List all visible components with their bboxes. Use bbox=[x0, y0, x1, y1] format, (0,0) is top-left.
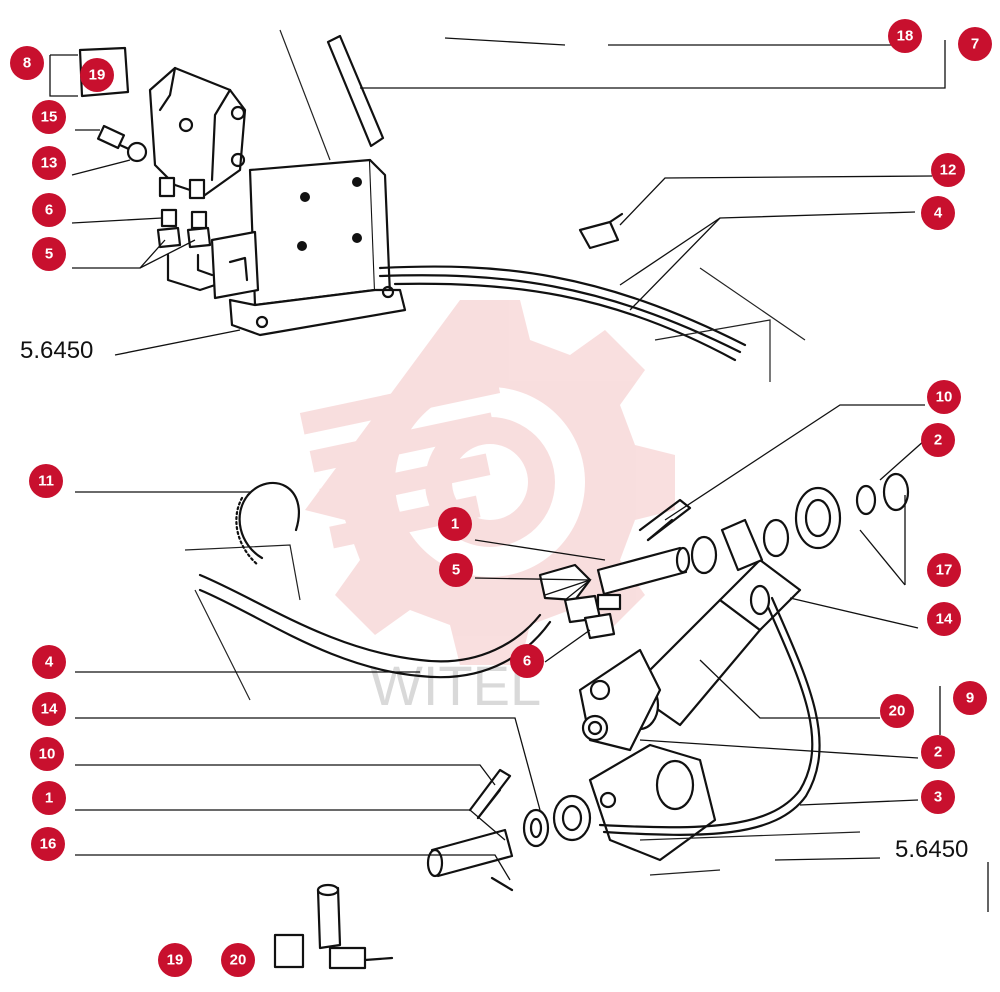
svg-text:4: 4 bbox=[45, 654, 54, 671]
svg-text:5: 5 bbox=[452, 562, 460, 579]
callout-7: 7 bbox=[958, 27, 992, 61]
svg-text:1: 1 bbox=[45, 790, 53, 807]
svg-text:11: 11 bbox=[38, 473, 54, 490]
svg-text:14: 14 bbox=[41, 701, 58, 718]
callout-1-lower: 1 bbox=[32, 781, 66, 815]
svg-text:1: 1 bbox=[451, 516, 459, 533]
ground-cable bbox=[598, 584, 821, 836]
watermark-logo bbox=[299, 300, 675, 665]
callout-2-top: 2 bbox=[921, 423, 955, 457]
callout-4-top: 4 bbox=[921, 196, 955, 230]
svg-text:12: 12 bbox=[940, 162, 957, 179]
clip-10-lower bbox=[468, 768, 512, 820]
callout-20-bottom: 20 bbox=[221, 943, 255, 977]
svg-text:5: 5 bbox=[45, 246, 53, 263]
fittings-lower bbox=[538, 563, 622, 640]
callout-14-left: 14 bbox=[32, 692, 66, 726]
inset-parts bbox=[273, 883, 394, 970]
split-pin-16 bbox=[490, 876, 514, 892]
vertical-rod bbox=[279, 29, 385, 161]
callout-12: 12 bbox=[931, 153, 965, 187]
clip-10-upper bbox=[638, 498, 692, 542]
pin-1-lower bbox=[426, 828, 514, 878]
callout-2-lower: 2 bbox=[921, 735, 955, 769]
callout-5-top: 5 bbox=[32, 237, 66, 271]
svg-text:8: 8 bbox=[23, 55, 31, 72]
callout-18: 18 bbox=[888, 19, 922, 53]
callout-4-left: 4 bbox=[32, 645, 66, 679]
callout-17: 17 bbox=[927, 553, 961, 587]
svg-text:2: 2 bbox=[934, 744, 942, 761]
callout-3: 3 bbox=[921, 780, 955, 814]
svg-text:9: 9 bbox=[966, 690, 974, 707]
callout-5-mid: 5 bbox=[439, 553, 473, 587]
svg-text:13: 13 bbox=[41, 155, 58, 172]
callout-20-right: 20 bbox=[880, 694, 914, 728]
svg-text:15: 15 bbox=[41, 109, 58, 126]
svg-text:2: 2 bbox=[934, 432, 942, 449]
callout-15: 15 bbox=[32, 100, 66, 134]
callout-19-bottom: 19 bbox=[158, 943, 192, 977]
callout-14-right: 14 bbox=[927, 602, 961, 636]
svg-text:20: 20 bbox=[889, 703, 906, 720]
leader-lines bbox=[49, 37, 989, 912]
callout-6-top: 6 bbox=[32, 193, 66, 227]
callout-8: 8 bbox=[10, 46, 44, 80]
callout-19-top: 19 bbox=[80, 58, 114, 92]
end-fitting bbox=[690, 472, 910, 575]
base-bracket bbox=[588, 743, 861, 876]
pin-1-upper bbox=[596, 546, 691, 596]
cable-lug bbox=[522, 794, 592, 848]
callout-11: 11 bbox=[29, 464, 63, 498]
svg-text:6: 6 bbox=[523, 653, 531, 670]
callout-13: 13 bbox=[32, 146, 66, 180]
callout-1-mid: 1 bbox=[438, 507, 472, 541]
callout-16: 16 bbox=[31, 827, 65, 861]
svg-text:17: 17 bbox=[936, 562, 953, 579]
reference-label-upper: 5.6450 bbox=[20, 337, 93, 364]
svg-text:7: 7 bbox=[971, 36, 979, 53]
valve-block bbox=[148, 66, 247, 292]
svg-text:3: 3 bbox=[934, 789, 942, 806]
svg-text:14: 14 bbox=[936, 611, 953, 628]
hydraulic-cylinder bbox=[578, 558, 802, 752]
reference-label-lower: 5.6450 bbox=[895, 836, 968, 863]
mounting-bracket bbox=[210, 158, 407, 337]
svg-text:19: 19 bbox=[167, 952, 184, 969]
svg-text:10: 10 bbox=[39, 746, 56, 763]
svg-text:16: 16 bbox=[40, 836, 57, 853]
callout-10-top: 10 bbox=[927, 380, 961, 414]
upper-pipes bbox=[378, 265, 806, 382]
callout-10-lower: 10 bbox=[30, 737, 64, 771]
clamp-11 bbox=[235, 481, 300, 567]
callout-6-mid: 6 bbox=[510, 644, 544, 678]
svg-text:18: 18 bbox=[897, 28, 914, 45]
clip-12 bbox=[578, 212, 624, 250]
svg-text:6: 6 bbox=[45, 202, 53, 219]
bolt-13 bbox=[96, 124, 148, 163]
svg-text:10: 10 bbox=[936, 389, 953, 406]
svg-text:4: 4 bbox=[934, 205, 943, 222]
svg-text:19: 19 bbox=[89, 67, 106, 84]
callout-9: 9 bbox=[953, 681, 987, 715]
svg-text:20: 20 bbox=[230, 952, 247, 969]
